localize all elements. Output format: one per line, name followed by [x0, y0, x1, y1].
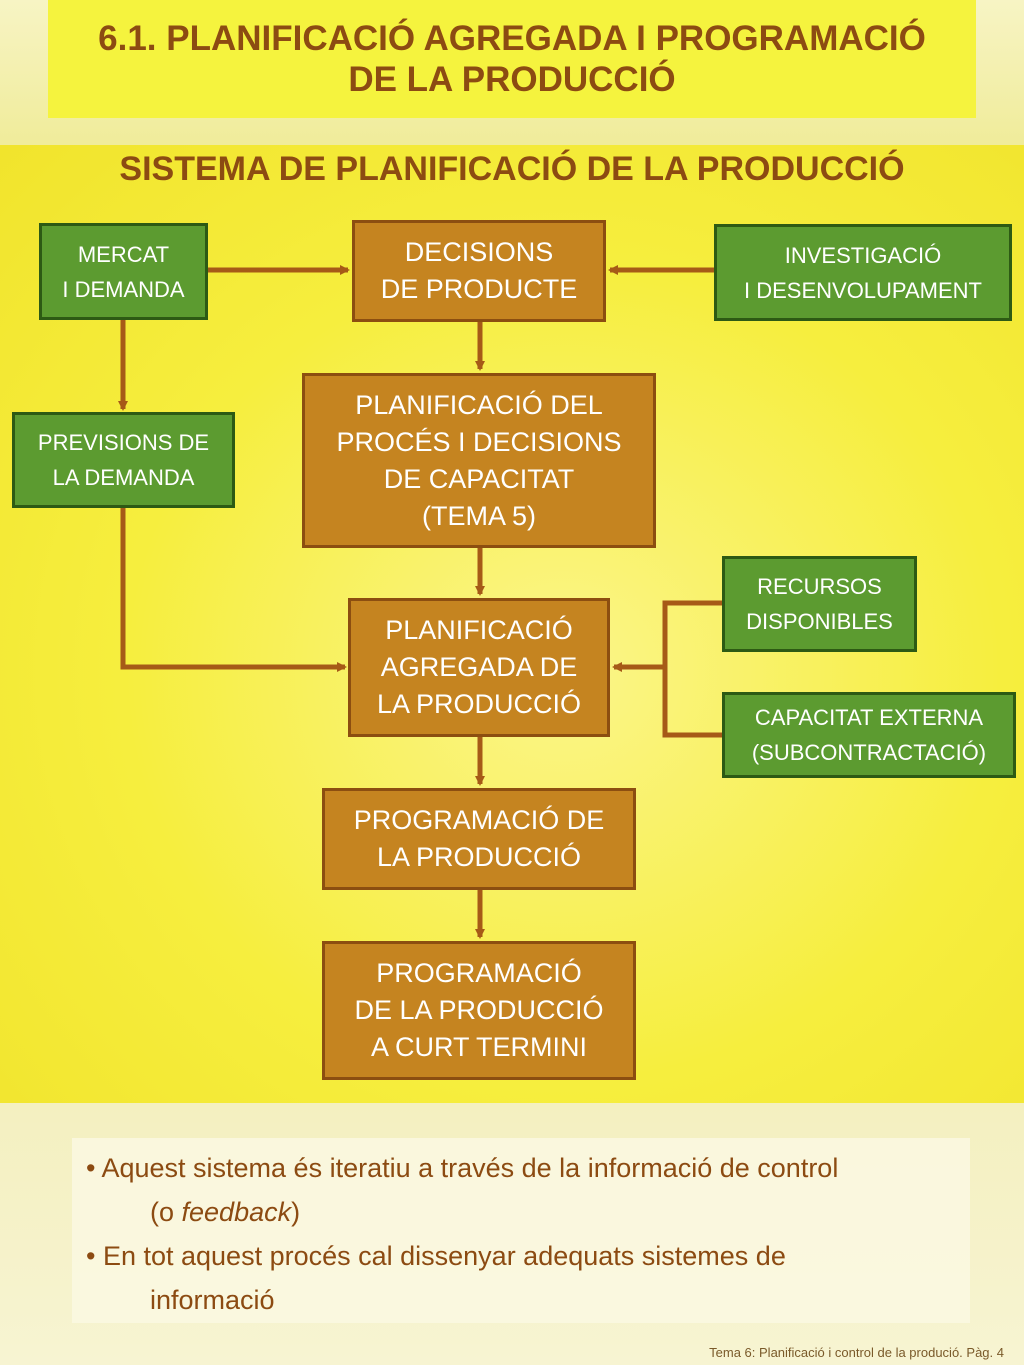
title-band: 6.1. PLANIFICACIÓ AGREGADA I PROGRAMACIÓ… [48, 0, 976, 118]
node-capacitat-externa: CAPACITAT EXTERNA (SUBCONTRACTACIÓ) [722, 692, 1016, 778]
node-label: MERCAT [77, 241, 170, 267]
node-recursos-disponibles: RECURSOS DISPONIBLES [722, 556, 917, 652]
note-iterative-system: • Aquest sistema és iteratiu a través de… [86, 1146, 838, 1234]
node-label: PROGRAMACIÓ [376, 958, 582, 988]
node-label: INVESTIGACIÓ [784, 242, 942, 268]
node-label: DISPONIBLES [746, 609, 893, 634]
node-label: DE CAPACITAT [383, 463, 575, 494]
connector-recursos [662, 600, 722, 738]
node-label: PREVISIONS DE [37, 430, 210, 455]
page-footer: Tema 6: Planificació i control de la pro… [709, 1345, 1004, 1360]
node-planificacio-agregada: PLANIFICACIÓ AGREGADA DE LA PRODUCCIÓ [348, 598, 610, 737]
note-text: (o [150, 1197, 182, 1227]
note-line: informació [150, 1285, 275, 1315]
node-label: PROCÉS I DECISIONS [336, 426, 622, 457]
note-line: • Aquest sistema és iteratiu a través de… [86, 1153, 839, 1183]
diagram-title: SISTEMA DE PLANIFICACIÓ DE LA PRODUCCIÓ [119, 150, 905, 188]
node-label: RECURSOS [757, 574, 882, 599]
note-line: • En tot aquest procés cal dissenyar ade… [86, 1241, 786, 1271]
node-label: I DESENVOLUPAMENT [744, 277, 982, 303]
note-emphasis: feedback [181, 1197, 292, 1227]
node-label: I DEMANDA [62, 276, 185, 302]
page-title-line-2: DE LA PRODUCCIÓ [348, 60, 676, 99]
node-decisions-de-producte: DECISIONS DE PRODUCTE [352, 220, 606, 322]
node-label: DECISIONS [404, 237, 554, 267]
node-label: LA DEMANDA [52, 465, 195, 490]
note-line: (o feedback) [86, 1190, 838, 1234]
node-mercat-i-demanda: MERCAT I DEMANDA [39, 223, 208, 320]
node-label: A CURT TERMINI [370, 1032, 588, 1062]
node-label: (SUBCONTRACTACIÓ) [751, 740, 987, 765]
node-programacio-produccio: PROGRAMACIÓ DE LA PRODUCCIÓ [322, 788, 636, 890]
node-label: CAPACITAT EXTERNA [754, 705, 984, 730]
node-label: (TEMA 5) [421, 500, 536, 531]
node-label: DE PRODUCTE [380, 274, 578, 304]
node-label: LA PRODUCCIÓ [376, 689, 582, 719]
notes-panel [72, 1138, 970, 1323]
page-title-line-1: 6.1. PLANIFICACIÓ AGREGADA I PROGRAMACIÓ [98, 19, 926, 58]
arrow-previsions-to-agregada [120, 508, 347, 672]
node-label: PLANIFICACIÓ DEL [355, 389, 603, 420]
note-text: ) [291, 1197, 301, 1227]
node-label: AGREGADA DE [380, 652, 578, 682]
node-planificacio-proces: PLANIFICACIÓ DEL PROCÉS I DECISIONS DE C… [302, 373, 656, 548]
node-label: DE LA PRODUCCIÓ [354, 995, 604, 1025]
node-programacio-curt-termini: PROGRAMACIÓ DE LA PRODUCCIÓ A CURT TERMI… [322, 941, 636, 1080]
node-label: LA PRODUCCIÓ [376, 842, 582, 872]
page-title: 6.1. PLANIFICACIÓ AGREGADA I PROGRAMACIÓ… [48, 18, 976, 100]
node-label: PROGRAMACIÓ DE [353, 805, 605, 835]
node-investigacio: INVESTIGACIÓ I DESENVOLUPAMENT [714, 224, 1012, 321]
note-information-systems: • En tot aquest procés cal dissenyar ade… [86, 1234, 786, 1322]
node-previsions-de-la-demanda: PREVISIONS DE LA DEMANDA [12, 412, 235, 508]
node-label: PLANIFICACIÓ [385, 615, 573, 645]
